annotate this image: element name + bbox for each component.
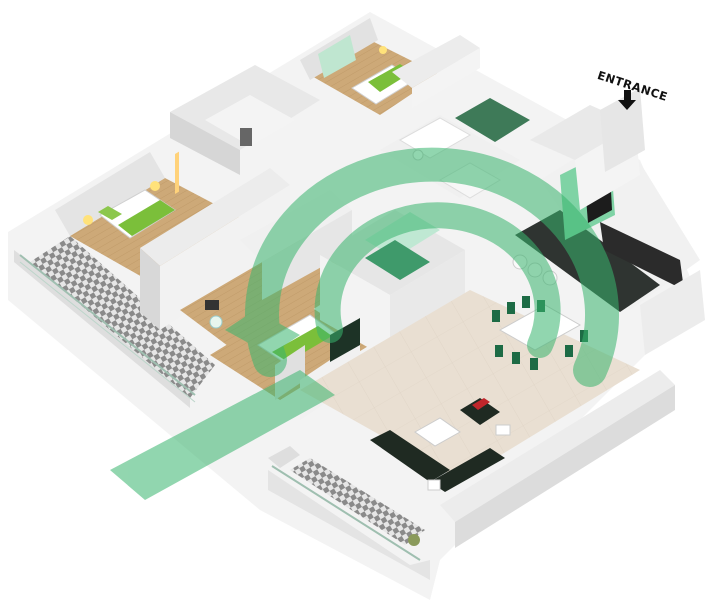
coffee-table (414, 417, 461, 447)
bottom-balcony (268, 446, 430, 580)
bedroom-top (300, 18, 480, 115)
bed-left (98, 189, 176, 239)
lamp-left (83, 215, 93, 225)
living-sofas (370, 398, 511, 492)
watermark-logo-icon (110, 147, 620, 500)
left-balcony (14, 236, 215, 408)
entrance-arrow-icon (618, 90, 636, 110)
outer-walls-right (440, 88, 705, 548)
desk-chair (205, 300, 219, 310)
tv-screen (330, 318, 360, 362)
wardrobe-wall (140, 151, 290, 330)
bathroom-top-left (170, 65, 320, 175)
lamp-left-2 (150, 181, 160, 191)
utility-door (455, 98, 530, 142)
plant-bottom (408, 534, 420, 546)
armchair-red (472, 398, 490, 410)
lamp-top (379, 46, 387, 54)
